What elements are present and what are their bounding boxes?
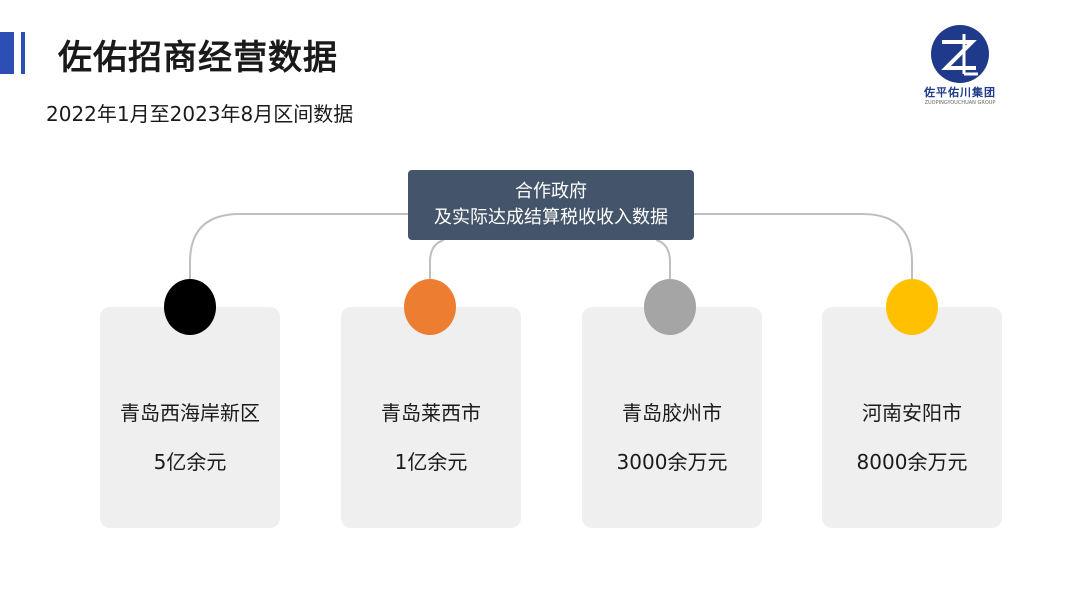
card-dot-3 bbox=[644, 279, 696, 335]
region-card-1: 青岛西海岸新区 5亿余元 bbox=[100, 307, 280, 528]
region-card-4: 河南安阳市 8000余万元 bbox=[822, 307, 1002, 528]
connector-right-outer bbox=[694, 213, 913, 282]
card-dot-1 bbox=[164, 279, 216, 335]
logo-subtext: ZUOPINGYOUCHUAN GROUP bbox=[924, 100, 996, 106]
card-region: 青岛西海岸新区 bbox=[120, 401, 260, 425]
card-region: 河南安阳市 bbox=[862, 401, 962, 425]
page-title: 佐佑招商经营数据 bbox=[58, 38, 338, 78]
card-amount: 5亿余元 bbox=[153, 450, 227, 474]
connector-right-inner bbox=[655, 239, 671, 282]
region-card-2: 青岛莱西市 1亿余元 bbox=[341, 307, 521, 528]
card-amount: 3000余万元 bbox=[616, 450, 728, 474]
connector-left-outer bbox=[189, 213, 408, 282]
center-topic-line2: 及实际达成结算税收收入数据 bbox=[434, 207, 668, 228]
zp-monogram-icon bbox=[931, 25, 989, 83]
card-amount: 8000余万元 bbox=[856, 450, 968, 474]
card-region: 青岛莱西市 bbox=[381, 401, 481, 425]
center-topic-line1: 合作政府 bbox=[515, 181, 587, 202]
logo-name: 佐平佑川集团 bbox=[924, 86, 996, 99]
page-subtitle: 2022年1月至2023年8月区间数据 bbox=[46, 102, 354, 126]
card-dot-2 bbox=[404, 279, 456, 335]
title-accent-bar bbox=[0, 32, 14, 74]
card-dot-4 bbox=[886, 279, 938, 335]
card-amount: 1亿余元 bbox=[394, 450, 468, 474]
company-logo: 佐平佑川集团 ZUOPINGYOUCHUAN GROUP bbox=[908, 24, 1012, 110]
card-region: 青岛胶州市 bbox=[622, 401, 722, 425]
region-card-3: 青岛胶州市 3000余万元 bbox=[582, 307, 762, 528]
center-topic-box: 合作政府 及实际达成结算税收收入数据 bbox=[408, 170, 694, 240]
title-accent-bar-thin bbox=[21, 32, 25, 74]
connector-left-inner bbox=[429, 239, 445, 282]
